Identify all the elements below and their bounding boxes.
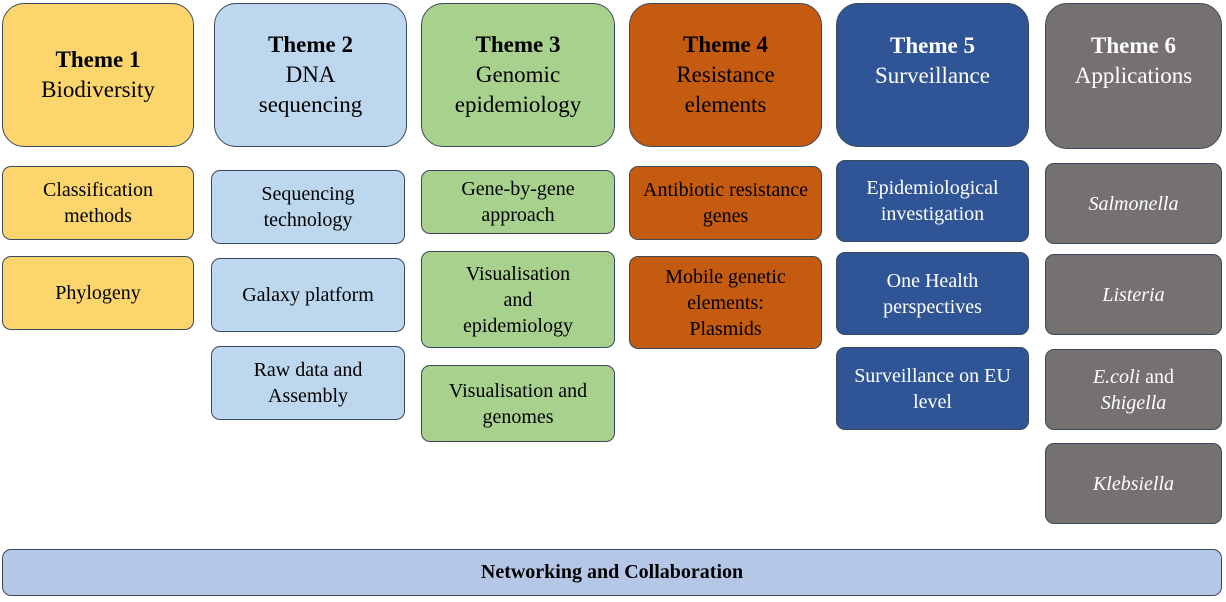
theme-3-header: Theme 3 Genomic epidemiology — [421, 3, 615, 147]
theme-6-item-ecoli-shigella: E.coli and Shigella — [1045, 349, 1222, 430]
item-label: Visualisation and epidemiology — [463, 262, 573, 337]
item-label: E.coli and — [1093, 364, 1174, 390]
theme-2-item-raw-data: Raw data and Assembly — [211, 346, 405, 420]
theme-5-header: Theme 5 Surveillance — [836, 3, 1029, 147]
theme-2-subtitle: DNA sequencing — [258, 62, 363, 117]
shigella-label: Shigella — [1100, 391, 1167, 414]
item-label: One Health perspectives — [883, 269, 982, 318]
theme-2-header: Theme 2 DNA sequencing — [214, 3, 407, 147]
theme-2-title: Theme 2 — [268, 32, 353, 58]
theme-3-subtitle: Genomic epidemiology — [454, 62, 582, 117]
theme-5-subtitle: Surveillance — [875, 62, 990, 88]
theme-1-subtitle: Biodiversity — [41, 77, 155, 102]
and-label: and — [1145, 365, 1175, 388]
theme-5-item-one-health: One Health perspectives — [836, 252, 1029, 335]
theme-4-item-antibiotic-resistance: Antibiotic resistance genes — [629, 166, 822, 240]
item-label: Antibiotic resistance genes — [643, 179, 808, 227]
item-label: Salmonella — [1088, 192, 1179, 215]
theme-2-item-sequencing-technology: Sequencing technology — [211, 170, 405, 244]
theme-6-item-klebsiella: Klebsiella — [1045, 443, 1222, 524]
ecoli-label: E.coli — [1092, 365, 1141, 388]
item-label: Gene-by-gene approach — [461, 178, 575, 226]
theme-6-title: Theme 6 — [1091, 33, 1176, 58]
theme-6-item-salmonella: Salmonella — [1045, 163, 1222, 244]
item-label: Visualisation and genomes — [448, 379, 588, 428]
theme-3-title: Theme 3 — [475, 32, 561, 58]
theme-3-item-gene-by-gene: Gene-by-gene approach — [421, 170, 615, 234]
theme-4-title: Theme 4 — [683, 32, 768, 58]
item-label: Galaxy platform — [242, 284, 374, 306]
item-label: Surveillance on EU level — [854, 364, 1011, 413]
theme-1-title: Theme 1 — [55, 47, 141, 73]
item-label: Listeria — [1102, 283, 1165, 306]
theme-4-header: Theme 4 Resistance elements — [629, 3, 822, 147]
theme-4-subtitle: Resistance elements — [676, 62, 775, 117]
theme-4-item-mobile-genetic-elements: Mobile genetic elements: Plasmids — [629, 256, 822, 349]
theme-5-item-surveillance-eu: Surveillance on EU level — [836, 347, 1029, 430]
theme-6-item-listeria: Listeria — [1045, 254, 1222, 335]
theme-5-item-epidemiological-investigation: Epidemiological investigation — [836, 160, 1029, 242]
item-label: Sequencing technology — [261, 183, 355, 231]
theme-6-header: Theme 6 Applications — [1045, 3, 1222, 149]
item-label: Mobile genetic elements: Plasmids — [665, 265, 786, 340]
networking-collaboration-bar: Networking and Collaboration — [2, 549, 1222, 596]
theme-5-title: Theme 5 — [890, 33, 975, 58]
item-label: Epidemiological investigation — [866, 177, 999, 225]
item-label: Classification methods — [43, 179, 153, 227]
theme-1-header: Theme 1 Biodiversity — [2, 3, 194, 147]
item-label: Raw data and Assembly — [253, 359, 363, 407]
theme-1-item-classification: Classification methods — [2, 166, 194, 240]
theme-1-item-phylogeny: Phylogeny — [2, 256, 194, 330]
item-label: Phylogeny — [55, 282, 141, 304]
theme-3-item-visualisation-epidemiology: Visualisation and epidemiology — [421, 251, 615, 348]
theme-3-item-visualisation-genomes: Visualisation and genomes — [421, 365, 615, 442]
theme-2-item-galaxy-platform: Galaxy platform — [211, 258, 405, 332]
footer-label: Networking and Collaboration — [480, 561, 744, 583]
item-label: Klebsiella — [1092, 472, 1175, 495]
theme-6-subtitle: Applications — [1074, 62, 1193, 88]
